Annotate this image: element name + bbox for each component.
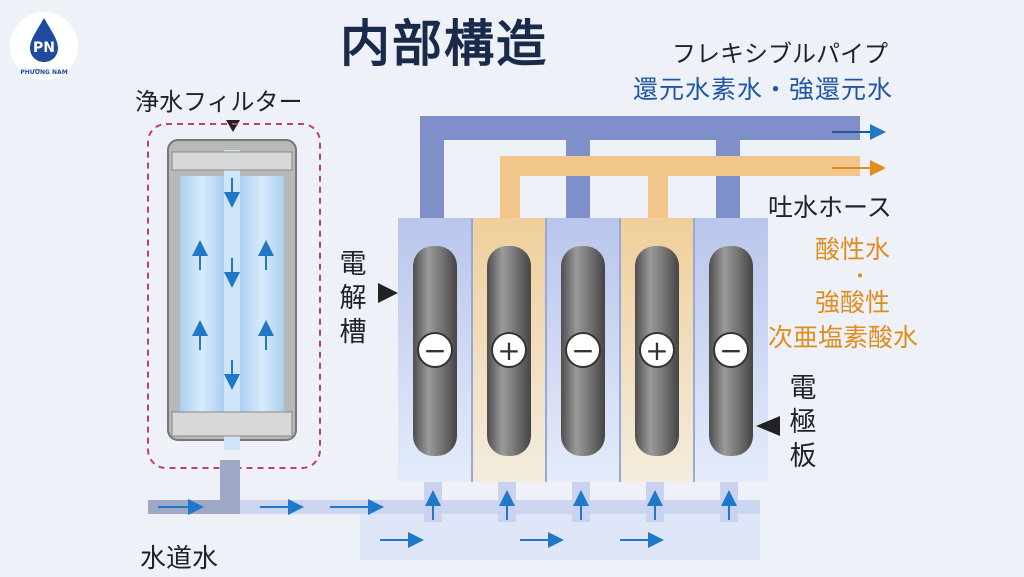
discharge-hose-label: 吐水ホース (768, 193, 892, 222)
filter-label: 浄水フィルター (135, 88, 303, 116)
electrode-symbol-1: − (423, 334, 446, 367)
electrolysis-cell-char: 電 (339, 249, 367, 280)
acid-outlet-pipe (500, 156, 860, 226)
logo-subtext: PHƯƠNG NAM (20, 69, 67, 76)
tap-water-label: 水道水 (140, 544, 219, 574)
acid-water-label: 酸性水 (815, 235, 891, 264)
strong-acid-label: 強酸性 (815, 288, 891, 317)
electrode-plate-char: 板 (789, 441, 817, 472)
page-title: 内部構造 (340, 14, 548, 73)
inlet-flow-arrows (158, 490, 737, 548)
electrode-symbol-3: − (571, 334, 594, 367)
cell-pointer-icon (378, 283, 398, 303)
acid-separator-dot: ・ (850, 264, 870, 288)
electrode-symbol-5: − (719, 334, 742, 367)
alkaline-outlet-pipe (420, 116, 860, 226)
hypochlorous-label: 次亜塩素酸水 (768, 323, 919, 352)
electrode-symbol-2: + (497, 334, 520, 367)
electrode-symbol-4: + (645, 334, 668, 367)
filter-pointer-icon (226, 120, 240, 132)
reduced-water-label: 還元水素水・強還元水 (633, 75, 894, 104)
filter-dashed-border (147, 123, 321, 469)
logo-drop-icon (30, 18, 58, 62)
electrode-plate-label: 電 極 板 (786, 372, 820, 474)
filter-flow-arrows (192, 178, 274, 390)
flexible-pipe-label: フレキシブルパイプ (672, 40, 888, 68)
electrode-plate-char: 電 (789, 373, 817, 404)
electrode-pointer-icon (756, 416, 780, 436)
electrolysis-cell-char: 解 (339, 283, 367, 314)
electrolysis-cell-label: 電 解 槽 (336, 248, 370, 350)
logo-text: PN (33, 40, 55, 56)
electrode-plate-char: 極 (789, 407, 817, 438)
electrolysis-cell-char: 槽 (339, 317, 367, 348)
electrode-rods: − + − + − (413, 246, 753, 456)
